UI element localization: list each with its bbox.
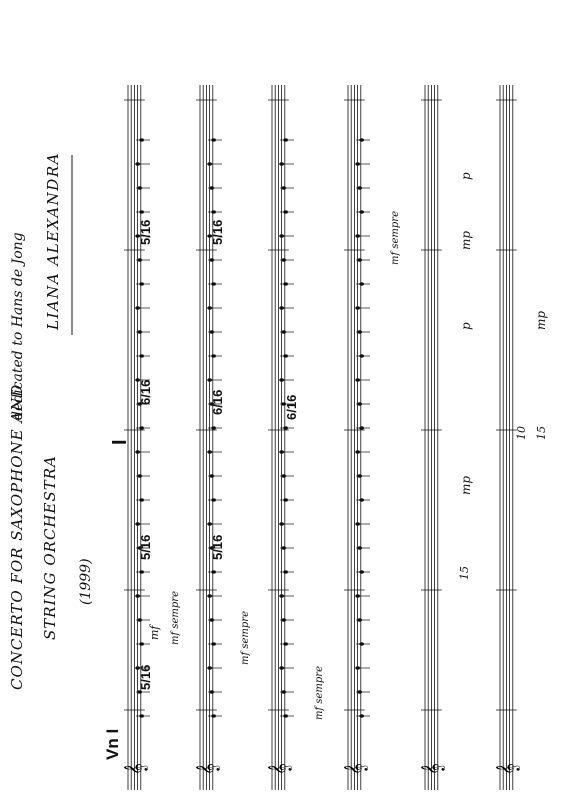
expression-mark: mf sempre: [170, 591, 181, 645]
time-signature: 5/16: [138, 220, 153, 245]
time-signature: 5/16: [210, 220, 225, 245]
composer-name: LIANA ALEXANDRA: [44, 152, 62, 331]
staff: 𝄞: [495, 85, 520, 790]
measure-number: 15: [458, 566, 471, 580]
year-label: (1999): [78, 558, 94, 605]
rehearsal-mark: I: [109, 439, 131, 445]
treble-clef-icon: 𝄞: [195, 763, 220, 775]
treble-clef-icon: 𝄞: [495, 763, 520, 775]
title-block: CONCERTO FOR SAXOPHONE AND STRING ORCHES…: [8, 152, 94, 690]
dynamic-mark: mf: [148, 624, 161, 640]
time-signature: 6/16: [138, 380, 153, 405]
time-signature: 6/16: [284, 395, 299, 420]
measure-number: 10: [515, 426, 528, 440]
treble-clef-icon: 𝄞: [343, 763, 368, 775]
dynamic-mark: mp: [459, 476, 473, 495]
time-signature: 6/16: [210, 390, 225, 415]
expressions: mf sempre mf sempre mf sempre mf sempre: [170, 211, 401, 720]
concerto-title: CONCERTO FOR SAXOPHONE AND: [8, 384, 26, 690]
staff-systems: 𝄞 𝄞 𝄞 𝄞 𝄞 𝄞: [123, 85, 520, 790]
instrument-label: Vn I: [103, 729, 122, 760]
time-signature: 5/16: [138, 535, 153, 560]
concerto-title-line2: STRING ORCHESTRA: [41, 455, 59, 640]
expression-mark: mf sempre: [240, 611, 251, 665]
dynamics: mf p mp mp p mp 15 15 10: [148, 172, 548, 640]
dedication-text: dedicated to Hans de Jong: [10, 232, 26, 420]
dynamic-mark: p: [459, 172, 473, 180]
time-signature: 5/16: [138, 665, 153, 690]
expression-mark: mf sempre: [314, 666, 325, 720]
treble-clef-icon: 𝄞: [267, 763, 292, 775]
treble-clef-icon: 𝄞: [123, 763, 148, 775]
staff: 𝄞: [267, 85, 292, 790]
time-signatures: 5/16 5/16 6/16 5/16 6/16 5/16 6/16 5/16: [138, 220, 299, 690]
staff: 𝄞: [195, 85, 220, 790]
dynamic-mark: mp: [459, 231, 473, 250]
staff: 𝄞: [420, 85, 445, 790]
staff: 𝄞: [123, 85, 148, 790]
measure-number: 15: [535, 426, 548, 440]
time-signature: 5/16: [210, 535, 225, 560]
staff: 𝄞: [343, 85, 368, 790]
note-heads: [135, 138, 370, 718]
dynamic-mark: mp: [534, 311, 548, 330]
dynamic-mark: p: [459, 322, 473, 330]
treble-clef-icon: 𝄞: [420, 763, 445, 775]
expression-mark: mf sempre: [390, 211, 401, 265]
